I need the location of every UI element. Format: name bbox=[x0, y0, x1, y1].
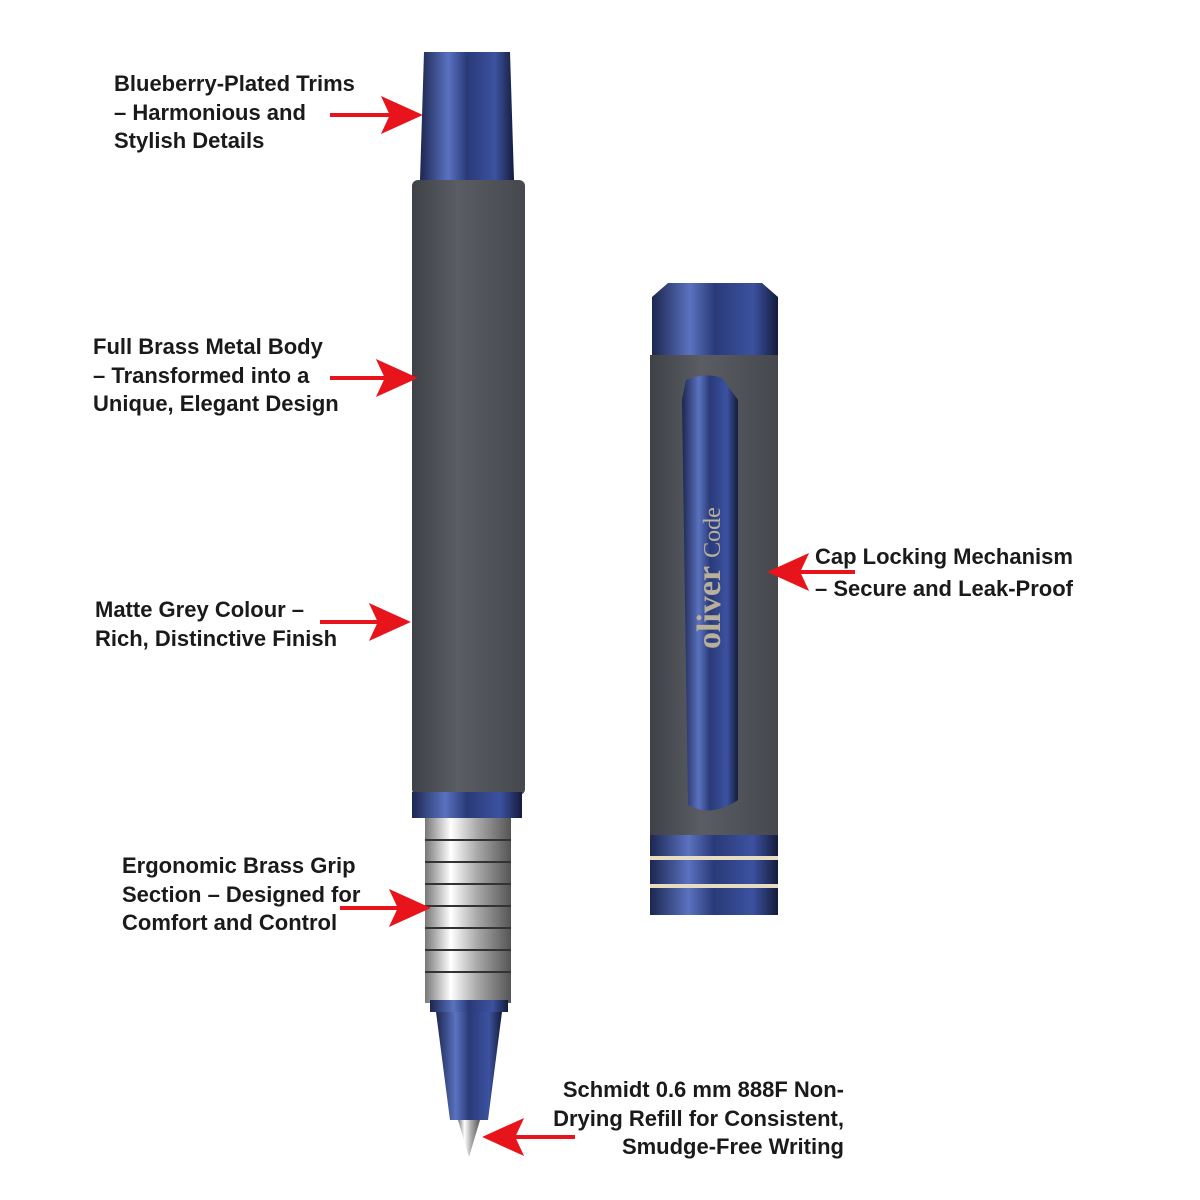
annotation-colour: Matte Grey Colour – Rich, Distinctive Fi… bbox=[95, 597, 338, 651]
annotation-grip: Ergonomic Brass Grip Section – Designed … bbox=[122, 853, 361, 935]
pen-body bbox=[412, 52, 525, 1157]
annotation-trims: Blueberry-Plated Trims – Harmonious and … bbox=[114, 71, 355, 153]
brand-model: Code bbox=[700, 507, 726, 558]
pen-cap bbox=[650, 283, 778, 915]
brand-name: oliver bbox=[691, 565, 728, 649]
cap-clip bbox=[682, 375, 738, 811]
annotation-cap: Cap Locking Mechanism – Secure and Leak-… bbox=[815, 544, 1073, 601]
annotation-body: Full Brass Metal Body – Transformed into… bbox=[93, 334, 339, 416]
annotation-refill: Schmidt 0.6 mm 888F Non- Drying Refill f… bbox=[553, 1077, 844, 1159]
arrows bbox=[320, 95, 855, 1157]
brand-logo: oliver Code bbox=[691, 507, 729, 649]
grip-section bbox=[425, 818, 511, 1003]
